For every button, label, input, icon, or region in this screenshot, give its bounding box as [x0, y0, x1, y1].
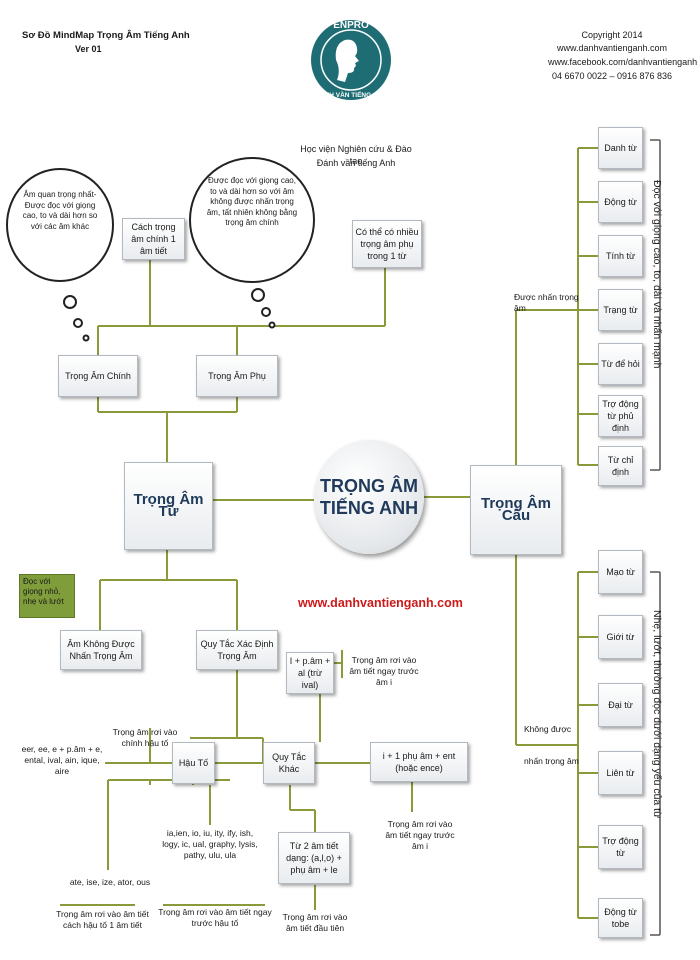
suffix-list-3: ia,ien, io, iu, ity, ify, ish, logy, ic,… [162, 828, 258, 860]
other-rules-box[interactable]: Quy Tắc Khác [263, 742, 315, 784]
website-banner[interactable]: www.danhvantienganh.com [298, 596, 463, 610]
logo-text-top: ENPRO [333, 20, 369, 31]
unstressed-item[interactable]: Động từ tobe [598, 898, 643, 938]
stressed-note-vertical: Đọc với giọng cao, to, dài và nhấn mạnh [651, 180, 663, 369]
cloud-primary [6, 168, 114, 282]
primary-note-box: Cách trọng âm chính 1 âm tiết [122, 218, 185, 260]
rule-2syl-note: Trọng âm rơi vào âm tiết đầu tiên [282, 912, 348, 933]
suffix-list: eer, ee, e + p.âm + e, ental, ival, ain,… [21, 744, 103, 776]
rules-box[interactable]: Quy Tắc Xác Định Trọng Âm [196, 630, 278, 670]
sentence-stress-node[interactable]: Trọng Âm Câu [470, 465, 562, 555]
logo [311, 20, 391, 100]
rule-ent-box[interactable]: i + 1 phụ âm + ent (hoặc ence) [370, 742, 468, 782]
phone-number: 04 6670 0022 – 0916 876 836 [551, 71, 673, 81]
rule-i-al-box[interactable]: I + p.âm + al (trừ ival) [286, 652, 334, 694]
institute-line-2: Đánh vần tiếng Anh [316, 158, 396, 168]
website-link[interactable]: www.danhvantienganh.com [556, 43, 668, 53]
rule-2syl-box[interactable]: Từ 2 âm tiết dạng: (a,l,o) + phụ âm + le [278, 832, 350, 884]
unstressed-note: Đọc với giọng nhỏ, nhẹ và lướt [19, 574, 75, 618]
stressed-item[interactable]: Động từ [598, 181, 643, 223]
institute-line-1: Học viện Nghiên cứu & Đào tạo [300, 144, 412, 166]
primary-stress-box[interactable]: Trọng Âm Chính [58, 355, 138, 397]
page-title: Sơ Đồ MindMap Trọng Âm Tiếng Anh [22, 30, 190, 41]
suffix-list-2-note: Trọng âm rơi vào âm tiết cách hậu tố 1 â… [56, 909, 149, 930]
logo-text-bottom: ĐÁNH VẦN TIẾNG ANH [315, 89, 387, 99]
stressed-item[interactable]: Trạng từ [598, 289, 643, 331]
unstressed-item[interactable]: Liên từ [598, 751, 643, 795]
suffix-box[interactable]: Hậu Tố [172, 742, 215, 784]
stressed-item[interactable]: Từ chỉ định [598, 446, 643, 486]
stressed-item[interactable]: Tính từ [598, 235, 643, 277]
unstressed-item[interactable]: Trợ động từ [598, 825, 643, 869]
version-label: Ver 01 [75, 44, 102, 54]
facebook-link[interactable]: www.facebook.com/danhvantienganh [548, 57, 698, 67]
secondary-stress-box[interactable]: Trọng Âm Phụ [196, 355, 278, 397]
cloud-primary-text: Âm quan trọng nhất- Được đọc với giọng c… [22, 190, 98, 231]
unstressed-item[interactable]: Giới từ [598, 615, 643, 659]
cloud-secondary-text: Được đọc với giọng cao, to và dài hơn so… [206, 176, 298, 227]
stressed-item[interactable]: Danh từ [598, 127, 643, 169]
stressed-label: Được nhấn trọng âm [514, 292, 579, 313]
copyright: Copyright 2014 [581, 30, 643, 40]
center-line-1: TRỌNG ÂM [320, 476, 418, 496]
word-stress-node[interactable]: Trọng Âm Từ [124, 462, 213, 550]
rule-i-al-note: Trọng âm rơi vào âm tiết ngay trước âm i [349, 655, 419, 687]
unstressed-label-2: nhấn trọng âm [524, 756, 579, 766]
stressed-item[interactable]: Từ để hỏi [598, 343, 643, 385]
rule-ent-note: Trọng âm rơi vào âm tiết ngay trước âm i [385, 819, 455, 851]
unstressed-item[interactable]: Mạo từ [598, 550, 643, 594]
unstressed-item[interactable]: Đại từ [598, 683, 643, 727]
suffix-list-2: ate, ise, ize, ator, ous [69, 877, 151, 887]
center-line-2: TIẾNG ANH [319, 498, 419, 518]
unstressed-note-vertical: Nhẹ, lướt, thường đọc dưới dạng yếu của … [651, 610, 663, 819]
secondary-note-box: Có thể có nhiều trọng âm phụ trong 1 từ [352, 220, 422, 268]
unstressed-box[interactable]: Âm Không Được Nhấn Trọng Âm [60, 630, 142, 670]
suffix-note: Trọng âm rơi vào chính hậu tố [112, 727, 178, 748]
suffix-list-3-note: Trọng âm rơi vào âm tiết ngay trước hậu … [158, 907, 272, 928]
unstressed-label-1: Không được [524, 724, 572, 734]
cloud-secondary [189, 157, 315, 283]
stressed-item[interactable]: Trợ động từ phủ định [598, 395, 643, 437]
